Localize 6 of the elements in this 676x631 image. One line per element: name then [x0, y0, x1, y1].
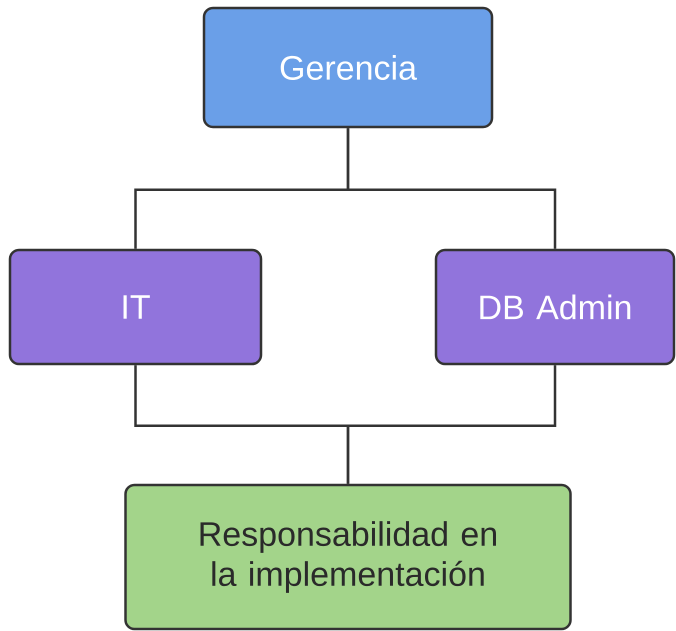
- org-box: IT: [8, 248, 262, 366]
- org-box: Responsabilidad en la implementación: [124, 484, 572, 630]
- connector-line: [346, 128, 556, 249]
- org-box: Gerencia: [202, 6, 494, 128]
- org-box: DB Admin: [434, 248, 676, 366]
- connector-line: [346, 365, 556, 484]
